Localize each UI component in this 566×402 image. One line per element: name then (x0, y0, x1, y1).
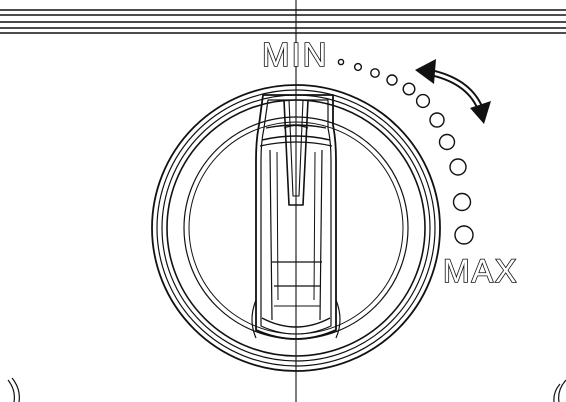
level-dot (415, 93, 431, 109)
level-dot (438, 133, 456, 151)
pointer-notch (283, 99, 309, 206)
level-dot (449, 158, 467, 176)
min-label: MIN (261, 36, 329, 73)
level-dot (454, 225, 474, 245)
level-dot (337, 58, 345, 66)
panel-top-edge (0, 9, 566, 34)
level-dot (402, 82, 416, 96)
level-dot (370, 68, 380, 78)
rotation-arrow-icon (415, 59, 491, 124)
level-dot (353, 62, 363, 72)
level-dot (429, 112, 445, 128)
level-indicator-dots (337, 58, 474, 245)
max-label: MAX (442, 253, 519, 289)
corner-fragments (7, 377, 566, 402)
level-dot (452, 192, 472, 212)
level-dot (386, 74, 398, 86)
